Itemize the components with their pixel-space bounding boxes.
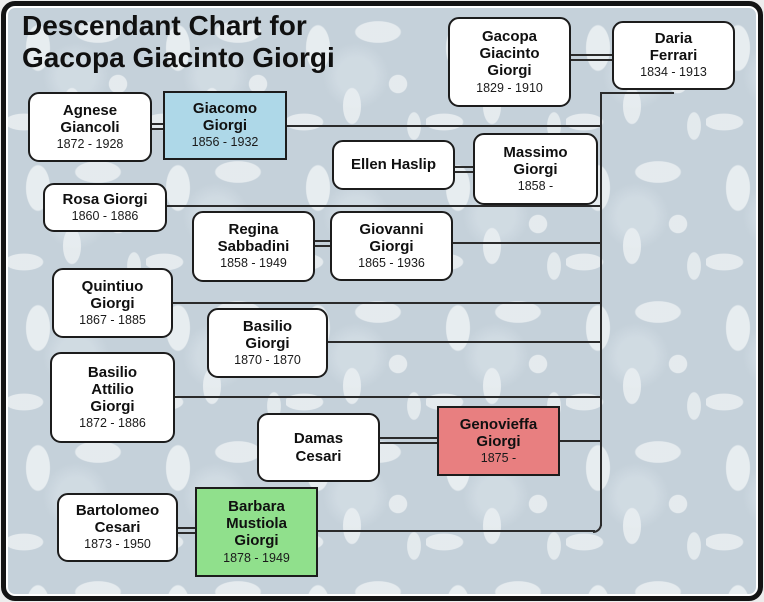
person-name: Basilio Giorgi [242,317,293,352]
marriage-line-regina-giovanni [315,240,330,247]
person-box-giovanni-giorgi[interactable]: Giovanni Giorgi 1865 - 1936 [330,211,453,281]
descent-line-rosa [167,205,600,207]
person-box-rosa-giorgi[interactable]: Rosa Giorgi 1860 - 1886 [43,183,167,232]
person-dates: 1834 - 1913 [640,65,707,80]
person-box-basilio-giorgi[interactable]: Basilio Giorgi 1870 - 1870 [207,308,328,378]
person-box-daria-ferrari[interactable]: Daria Ferrari 1834 - 1913 [612,21,735,90]
descent-line-basilio [328,341,600,343]
person-name: Barbara Mustiola Giorgi [226,498,287,550]
person-name: Daria Ferrari [649,30,698,65]
person-name: Regina Sabbadini [217,221,290,256]
person-box-basilio-attilio-giorgi[interactable]: Basilio Attilio Giorgi 1872 - 1886 [50,352,175,443]
person-dates: 1872 - 1928 [56,136,124,151]
person-dates: 1878 - 1949 [223,550,290,565]
descent-line-barbara [318,530,595,532]
person-dates: 1873 - 1950 [84,537,151,552]
person-box-bartolomeo-cesari[interactable]: Bartolomeo Cesari 1873 - 1950 [57,493,178,562]
person-name: Genovieffa Giorgi [459,415,538,450]
person-dates: 1856 - 1932 [191,135,259,150]
person-dates: 1858 - 1949 [220,256,287,271]
descent-line-giovanni [453,242,600,244]
person-box-giacomo-giorgi[interactable]: Giacomo Giorgi 1856 - 1932 [163,91,287,160]
person-name: Damas Cesari [293,430,344,465]
descent-line-genovieffa [560,440,600,442]
person-dates: 1870 - 1870 [234,352,301,367]
descent-stub-gacopa-daria [600,92,674,94]
person-name: Quintiuo Giorgi [81,277,144,312]
descent-line-giacomo [287,125,600,127]
person-name: Bartolomeo Cesari [75,502,160,537]
person-dates: 1829 - 1910 [476,80,543,95]
person-dates: 1865 - 1936 [358,255,425,270]
descent-line-basilio-attilio [175,396,600,398]
person-box-massimo-giorgi[interactable]: Massimo Giorgi 1858 - [473,133,598,205]
person-name: Agnese Giancoli [60,101,120,136]
person-box-barbara-mustiola-giorgi[interactable]: Barbara Mustiola Giorgi 1878 - 1949 [195,487,318,577]
person-name: Giovanni Giorgi [359,220,424,255]
person-box-genovieffa-giorgi[interactable]: Genovieffa Giorgi 1875 - [437,406,560,476]
person-name: Massimo Giorgi [503,143,568,178]
person-box-quintiuo-giorgi[interactable]: Quintiuo Giorgi 1867 - 1885 [52,268,173,338]
person-box-agnese-giancoli[interactable]: Agnese Giancoli 1872 - 1928 [28,92,152,162]
person-box-damas-cesari[interactable]: Damas Cesari [257,413,380,482]
marriage-line-damas-genovieffa [380,437,437,444]
person-dates: 1867 - 1885 [79,312,146,327]
person-name: Gacopa Giacinto Giorgi [479,28,540,80]
person-dates: 1858 - [517,178,554,193]
person-box-ellen-haslip[interactable]: Ellen Haslip [332,140,455,190]
person-dates: 1875 - [480,450,517,465]
descent-spine [600,92,602,526]
person-name: Basilio Attilio Giorgi [87,363,138,415]
chart-title: Descendant Chart for Gacopa Giacinto Gio… [22,10,335,74]
person-dates: 1860 - 1886 [71,208,139,223]
descent-line-quintiuo [172,302,600,304]
person-name: Rosa Giorgi [62,190,148,208]
marriage-line-bartolomeo-barbara [178,527,195,534]
person-box-gacopa-giacinto-giorgi[interactable]: Gacopa Giacinto Giorgi 1829 - 1910 [448,17,571,107]
person-name: Giacomo Giorgi [192,100,258,135]
person-dates: 1872 - 1886 [79,416,146,431]
person-name: Ellen Haslip [350,156,437,174]
marriage-line-agnese-giacomo [152,123,163,130]
marriage-line-ellen-massimo [455,166,473,173]
marriage-line-gacopa-daria [570,54,612,61]
person-box-regina-sabbadini[interactable]: Regina Sabbadini 1858 - 1949 [192,211,315,282]
